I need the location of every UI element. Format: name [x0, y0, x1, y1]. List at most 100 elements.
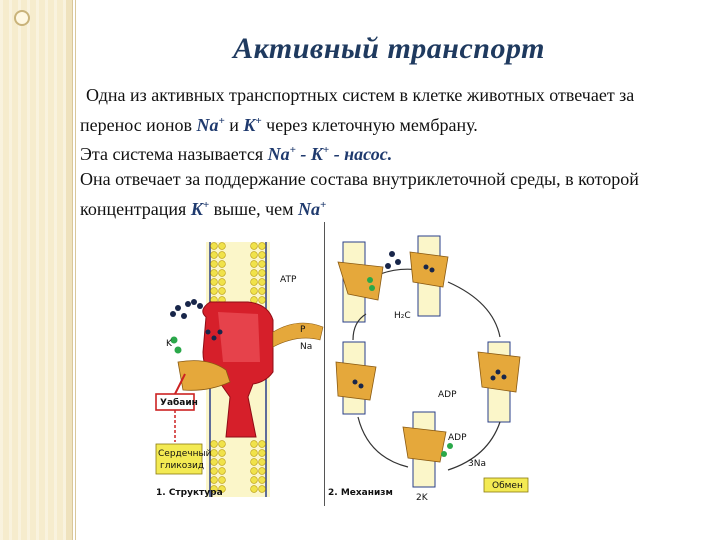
- lipid-head: [210, 485, 218, 493]
- lipid-head: [210, 467, 218, 475]
- lipid-head: [258, 476, 266, 484]
- adp-label-2: ADP: [448, 433, 467, 443]
- lipid-head: [250, 440, 258, 448]
- lipid-head: [250, 269, 258, 277]
- figure-divider: [324, 222, 325, 506]
- lipid-head: [258, 467, 266, 475]
- conjunction: и: [224, 115, 244, 135]
- paragraph-1-end: через клеточную мембрану.: [261, 115, 478, 135]
- enzyme-subunit: [177, 360, 231, 391]
- lipid-head: [218, 278, 226, 286]
- charge-plus: +: [202, 199, 210, 211]
- lipid-head: [218, 251, 226, 259]
- glycoside-box: [155, 443, 203, 475]
- lipid-head: [210, 287, 218, 295]
- lipid-head: [218, 467, 226, 475]
- sidebar-line: [72, 0, 73, 540]
- sidebar-ring-icon: [14, 10, 30, 26]
- paragraph-3-mid: выше, чем: [209, 199, 299, 219]
- lipid-head: [258, 440, 266, 448]
- exchange-label: Обмен: [492, 481, 523, 491]
- charge-plus: +: [322, 144, 330, 156]
- k2-label: 2K: [416, 493, 429, 503]
- na-label-left: Na: [300, 342, 312, 352]
- pi-label-left: P: [300, 325, 306, 335]
- lipid-head: [218, 269, 226, 277]
- sidebar-band: [66, 0, 72, 540]
- decorative-sidebar: [0, 0, 66, 540]
- lipid-head: [258, 458, 266, 466]
- ubain-label: Уабаин: [160, 397, 198, 408]
- k-ion-label: K: [243, 115, 256, 135]
- lipid-head: [218, 260, 226, 268]
- lipid-head: [218, 458, 226, 466]
- atp-label: ATP: [280, 275, 297, 285]
- paragraph-3-text: Она отвечает за поддержание состава внут…: [80, 169, 639, 219]
- k-ion-label: K: [190, 199, 203, 219]
- charge-plus: +: [289, 144, 296, 156]
- lipid-head: [250, 242, 258, 250]
- lipid-head: [250, 476, 258, 484]
- na-ion-chain: [170, 299, 223, 341]
- caption-structure: 1. Структура: [156, 488, 223, 498]
- lipid-head: [250, 485, 258, 493]
- lipid-head: [210, 260, 218, 268]
- lipid-head: [210, 458, 218, 466]
- lipid-head: [218, 440, 226, 448]
- lipid-head: [210, 278, 218, 286]
- ubain-arrow: [174, 373, 186, 395]
- lipid-head: [210, 251, 218, 259]
- paragraph-2-text: Эта система называется: [80, 144, 268, 164]
- lipid-head: [250, 251, 258, 259]
- sidebar-line: [75, 0, 76, 540]
- na-ion-label: Na: [267, 144, 290, 164]
- charge-plus: +: [218, 115, 225, 127]
- lipid-head: [218, 476, 226, 484]
- lipid-head: [258, 278, 266, 286]
- lipid-head: [250, 449, 258, 457]
- k-label-left: K: [166, 339, 173, 349]
- na3-label: 3Na: [468, 459, 486, 469]
- charge-plus: +: [255, 115, 262, 127]
- lipid-head: [258, 242, 266, 250]
- exchange-box: [483, 477, 529, 493]
- lipid-head: [210, 440, 218, 448]
- slide-title: Активный транспорт: [233, 32, 545, 65]
- lipid-head: [218, 485, 226, 493]
- lipid-head: [218, 287, 226, 295]
- h2c-label: H₂C: [394, 311, 411, 321]
- mechanism-cycle: [335, 235, 521, 488]
- lipid-head: [250, 278, 258, 286]
- k-ion-group: [170, 336, 182, 354]
- lipid-head: [210, 449, 218, 457]
- glycoside-label-line1: Сердечный: [158, 449, 212, 459]
- lipid-head: [258, 260, 266, 268]
- lipid-head: [258, 287, 266, 295]
- na-ion-label: Na: [298, 199, 321, 219]
- paragraph-3: Она отвечает за поддержание состава внут…: [80, 166, 698, 222]
- lipid-head: [258, 269, 266, 277]
- dash: -: [295, 144, 311, 164]
- glycoside-label-line2: гликозид: [160, 461, 204, 471]
- paragraph-1-text: Одна из активных транспортных систем в к…: [80, 85, 635, 135]
- lipid-head: [210, 476, 218, 484]
- lipid-head: [210, 242, 218, 250]
- pump-protein: [202, 301, 324, 438]
- caption-mechanism: 2. Механизм: [328, 488, 393, 498]
- lipid-head: [250, 260, 258, 268]
- sodium-potassium-pump-figure: ATP K Na P Уабаин Сердечный гликозид 1. …: [155, 235, 529, 503]
- lipid-head: [258, 449, 266, 457]
- lipid-head: [258, 251, 266, 259]
- lipid-head: [258, 296, 266, 304]
- pump-name: - насос.: [329, 144, 393, 164]
- lipid-head: [218, 449, 226, 457]
- lipid-head: [258, 485, 266, 493]
- lipid-head: [250, 467, 258, 475]
- na-ion-label: Na: [196, 115, 219, 135]
- lipid-head: [250, 458, 258, 466]
- lipid-head: [210, 269, 218, 277]
- lipid-head: [218, 242, 226, 250]
- adp-label: ADP: [438, 390, 457, 400]
- k-ion-label: K: [310, 144, 323, 164]
- lipid-head: [250, 287, 258, 295]
